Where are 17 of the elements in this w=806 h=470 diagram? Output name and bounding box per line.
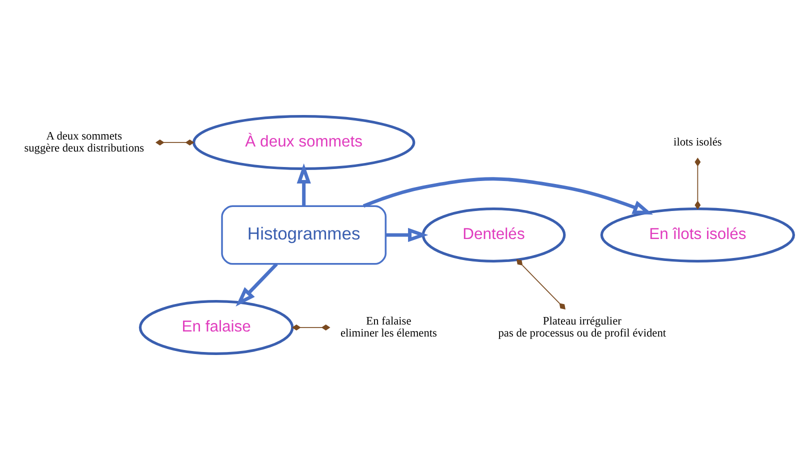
node-box: Histogrammes — [221, 205, 387, 265]
node-ellipse: À deux sommets — [192, 115, 416, 170]
connector — [516, 259, 566, 310]
node-text: Plateau irrégulier pas de processus ou de profil évident — [498, 315, 666, 340]
arrow — [296, 163, 311, 206]
node-ellipse: En falaise — [138, 300, 294, 355]
arrow — [386, 228, 428, 242]
node-ellipse: Dentelés — [422, 208, 566, 262]
node-text: A deux sommets suggère deux distributions — [24, 130, 144, 155]
node-ellipse: En îlots isolés — [600, 208, 795, 262]
node-text: En falaise eliminer les élements — [340, 315, 437, 340]
connector — [292, 324, 330, 330]
node-text: ilots isolés — [674, 136, 722, 148]
connector — [694, 158, 701, 210]
connector — [155, 140, 194, 146]
arrow — [362, 177, 654, 215]
arrow — [236, 262, 278, 307]
